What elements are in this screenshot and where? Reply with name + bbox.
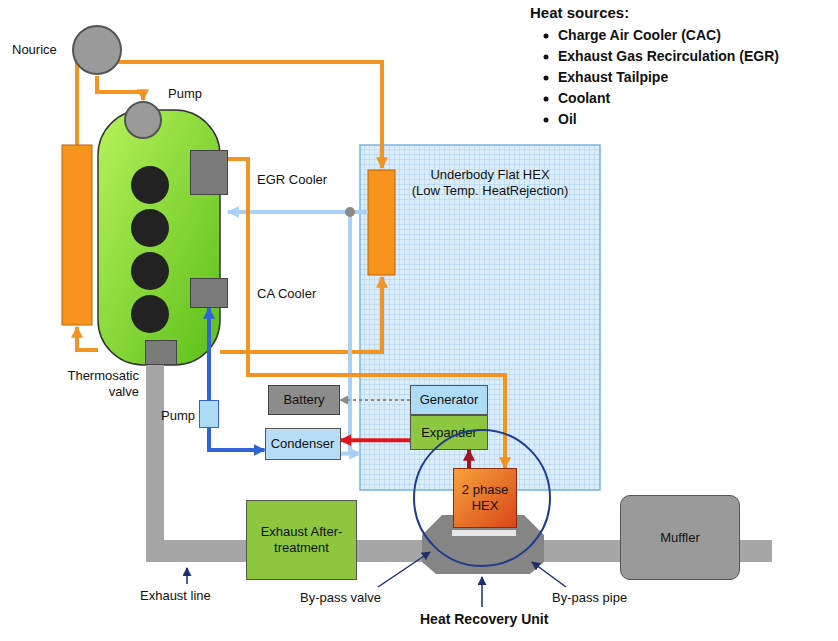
outline [73,26,121,74]
tank-circle [71,24,123,76]
leader-line [378,552,430,587]
engine-cylinder [131,252,169,290]
flow-connector [228,159,505,468]
node-label: Heat Recovery Unit [420,611,548,628]
node-label: Condenser [271,436,335,452]
leader-line [481,577,483,607]
engine-cylinder [131,209,169,247]
muffler-box: Muffler [620,495,740,580]
outline [414,430,550,566]
coolant-radiator [62,145,92,325]
node-label: Underbody Flat HEX [430,167,549,183]
flow-connector [209,428,265,450]
node-label: 2 phase HEX [459,482,511,513]
flow-connector [341,452,361,456]
oil-cooler [368,170,395,275]
bypass-pipe [452,530,516,536]
pipe-label: Exhaust line [140,588,211,604]
flow-connector [341,438,411,442]
expansion-tank: Nourice [71,24,123,76]
node-label: (Low Temp. HeatRejection) [412,183,569,199]
low-temp-line [348,212,352,453]
node-label: Pump [168,86,202,102]
legend-heading: Heat sources: [530,4,629,22]
expander-box: Expander [410,415,488,450]
coolant-line [77,327,98,350]
node-label: Generator [420,392,479,408]
working-fluid-pump: Pump [199,400,219,428]
heat-source-item: Exhaust Tailpipe [558,69,668,86]
flow-connector [467,450,471,468]
exhaust-pipe [146,365,164,562]
engine-cylinder [131,295,169,333]
node-label: EGR Cooler [257,172,327,188]
coolant-line [220,277,382,352]
node-label: Exhaust After-treatment [252,524,351,555]
heat-source-item: Oil [558,111,577,128]
engine-block [98,110,220,365]
node-label: Nourice [12,42,57,58]
egr-cooler: EGR Cooler [190,150,228,195]
junction-dot [345,207,355,217]
leader-line [532,562,566,587]
flow-connector [340,399,410,401]
underbody-hex: Underbody Flat HEX(Low Temp. HeatRejecti… [360,145,600,490]
heat-source-item: Charge Air Cooler (CAC) [558,27,721,44]
valve-label: By-pass valve [300,590,381,606]
tank-circle [123,100,163,140]
bullet [544,55,549,60]
bullet [544,76,549,81]
bullet [544,118,549,123]
thermostatic-valve: Thermosatic valve [145,340,177,365]
flow-connector [207,308,211,400]
node-label: CA Cooler [257,286,316,302]
condenser-box: Condenser [265,428,341,460]
two-phase-hex: 2 phase HEX [453,468,517,528]
coolant-pump: Pump [123,100,163,140]
pipe-label: By-pass pipe [552,590,627,606]
outline [125,102,161,138]
heat-recovery-ring: Heat Recovery Unit2 phase HEX [412,428,552,568]
engine-cylinder [131,166,169,204]
battery-box: Battery [268,385,340,415]
generator-box: Generator [410,385,488,415]
node-label: Thermosatic valve [57,368,139,399]
node-label: Muffler [660,530,700,546]
heat-source-item: Exhaust Gas Recirculation (EGR) [558,48,779,65]
bullet [544,34,549,39]
bullet [544,97,549,102]
after-treatment-box: Exhaust After-treatment [246,500,357,580]
node-label: Battery [283,392,324,408]
charge-air-cooler: CA Cooler [190,278,228,308]
flow-connector [97,76,143,100]
node-label: Pump [161,408,195,424]
heat-source-item: Coolant [558,90,610,107]
leader-line [186,568,188,584]
